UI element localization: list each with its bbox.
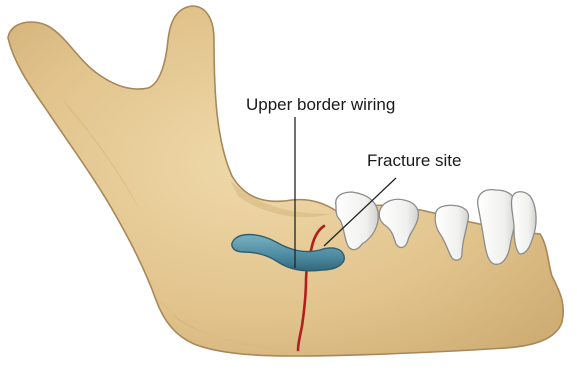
fracture-site-label: Fracture site [367,152,461,169]
upper-border-wiring-label: Upper border wiring [246,96,395,113]
mandible-bone [8,6,563,356]
